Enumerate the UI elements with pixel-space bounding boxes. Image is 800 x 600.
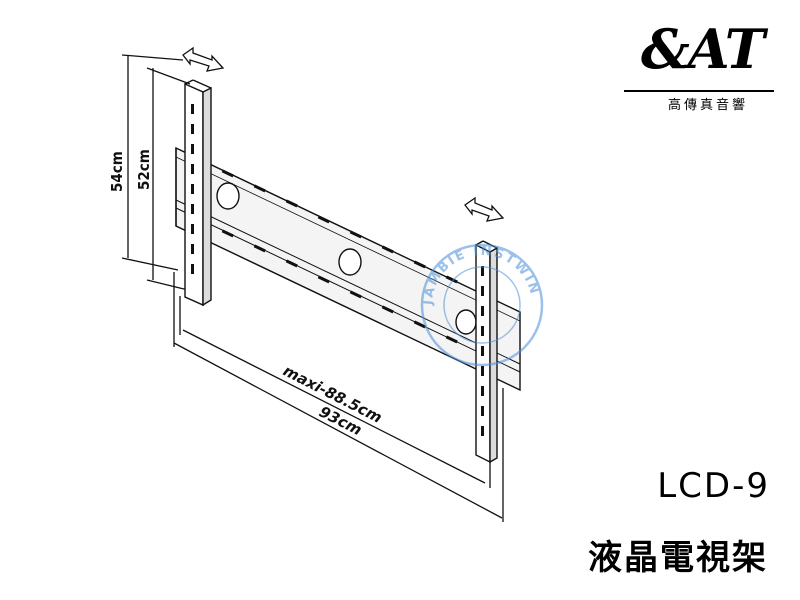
product-name: 液晶電視架 <box>588 538 768 578</box>
logo-subtitle: 高傳真音響 <box>668 98 749 113</box>
height-dimension-inner <box>146 67 191 291</box>
brand-logo: &AT 高傳真音響 <box>622 17 782 113</box>
logo-divider <box>624 90 774 92</box>
adjust-arrow-right <box>464 196 505 222</box>
wall-plate-hole-left <box>216 182 240 210</box>
width-dimension-max <box>179 296 491 488</box>
product-model: LCD-9 <box>657 466 770 506</box>
vertical-arm-left <box>184 79 212 307</box>
height-dimension-outer <box>121 54 184 271</box>
wall-plate-hole-right <box>455 309 477 335</box>
logo-mark: &AT <box>641 17 765 81</box>
wall-plate-slots-bottom <box>221 229 458 344</box>
wall-plate-slots-top <box>221 169 458 284</box>
vertical-arm-right <box>475 240 498 464</box>
height-inner-label: 52cm <box>135 149 153 190</box>
wall-plate-hole-center <box>338 248 362 276</box>
height-outer-label: 54cm <box>108 151 126 192</box>
adjust-arrow-left <box>182 46 225 72</box>
width-dimension-overall <box>173 272 504 522</box>
wall-plate <box>175 146 521 392</box>
